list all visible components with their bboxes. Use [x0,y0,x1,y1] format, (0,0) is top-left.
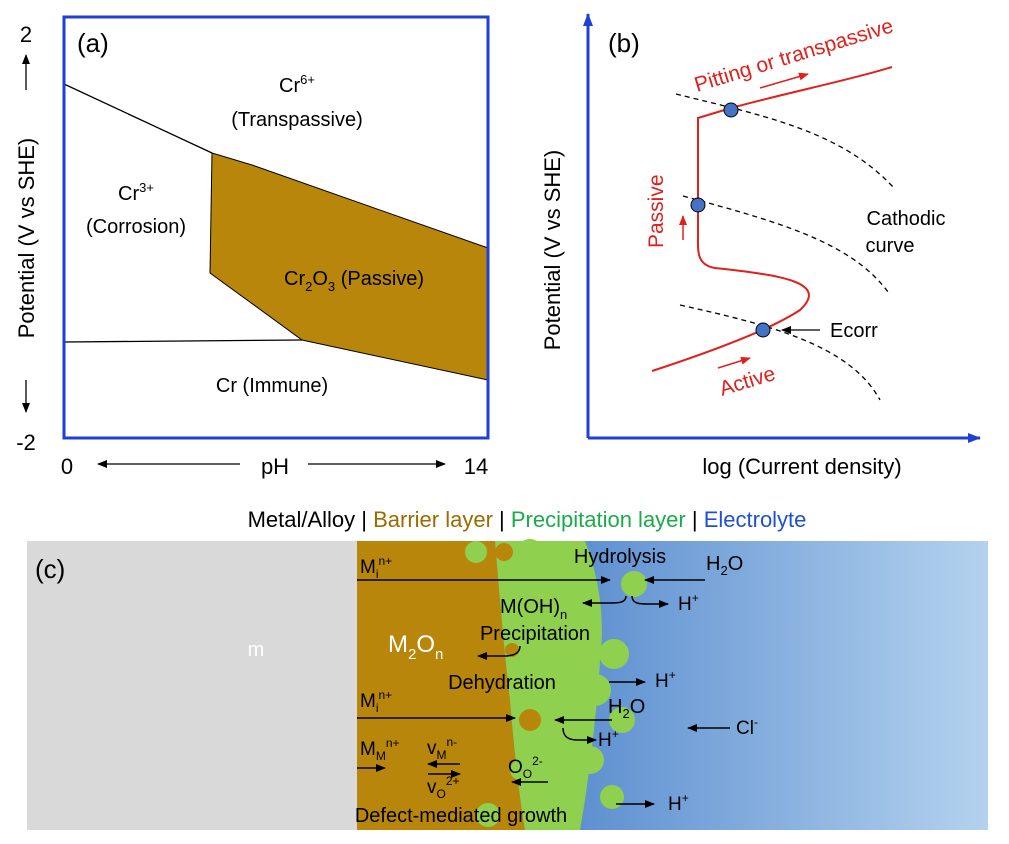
immune-label: Cr (Immune) [216,375,328,397]
y-min-label: -2 [16,430,36,455]
hplus-label-1: H+ [678,591,699,615]
dehydration-arrow [477,645,521,660]
panel-a-frame [62,15,490,440]
hplus-arrow-1 [631,595,669,608]
cathodic-label-2: curve [866,235,915,257]
vo-label: vO2+ [427,774,460,801]
hydrolysis-label: Hydrolysis [574,546,666,568]
moh-arrow [582,595,627,607]
panel-c-label: (c) [35,554,65,584]
cr2o3-label: Cr2O3 (Passive) [284,268,424,294]
cr6-state: (Transpassive) [231,109,363,131]
cl-label: Cl- [736,715,758,739]
barrier-layer [357,541,525,830]
hplus-arrow-3 [562,727,597,744]
panel-b-label: (b) [608,28,640,58]
precipitate-blobs [465,539,647,827]
metal-label: m [248,639,265,661]
point-ecorr [755,322,771,338]
active-arrow [717,356,751,369]
barrier-islands [495,543,541,731]
mm-label: MMn+ [360,736,400,763]
cathodic-label-1: Cathodic [867,208,946,230]
cr3-state: (Corrosion) [86,216,186,238]
precipitation-label: Precipitation [480,623,590,645]
mi-label-1: Min+ [360,554,392,581]
passive-region [209,152,489,381]
x-max-label: 14 [464,454,488,479]
moh-label: M(OH)n [500,596,567,622]
y-axis-label-b: Potential (V vs SHE) [540,150,565,351]
defect-label: Defect-mediated growth [355,805,567,827]
panel-b: (b) Potential (V vs SHE) log (Current de… [540,13,981,479]
cathodic-curve-1 [675,93,894,188]
x-min-label: 0 [61,454,73,479]
hplus-label-4: H+ [668,791,689,815]
layer-legend: Metal/Alloy | Barrier layer | Precipitat… [248,507,807,532]
dehydration-label: Dehydration [448,672,556,694]
h2o-label-2: H2O [608,696,645,721]
ecorr-label: Ecorr [830,320,878,342]
active-label: Active [717,362,778,401]
panel-a: (a) Cr6+ (Transpassive) Cr3+ (Corrosion)… [14,15,490,479]
hplus-label-3: H+ [598,727,619,751]
cathodic-curve-2 [682,195,889,293]
point-passive [690,197,706,213]
cr6-label: Cr6+ [279,72,315,97]
cathodic-curve-3 [679,304,881,401]
m2on-label: M2On [388,631,443,663]
point-transpassive [723,102,739,118]
boundary-cr3-cr6 [63,83,213,154]
mi-label-2: Min+ [360,688,392,715]
x-axis-label-a: pH [261,454,289,479]
metal-region [27,541,357,830]
y-axis-label-a: Potential (V vs SHE) [14,138,39,339]
hplus-label-2: H+ [655,668,676,692]
panel-a-label: (a) [77,28,109,58]
x-axis-label-b: log (Current density) [702,454,901,479]
boundary-cr-cr3 [63,339,303,343]
panel-c: (c) m Min+ Hydrolysis H2O H+ M(OH)n Prec… [27,539,988,830]
pitting-arrow [759,72,809,89]
h2o-label-1: H2O [706,553,743,578]
passive-label: Passive [645,174,668,248]
oo-label: OO2- [508,754,543,781]
vm-label: vMn- [427,735,457,762]
cr3-label: Cr3+ [118,180,154,205]
y-max-label: 2 [20,22,32,47]
pitting-label: Pitting or transpassive [692,14,896,96]
